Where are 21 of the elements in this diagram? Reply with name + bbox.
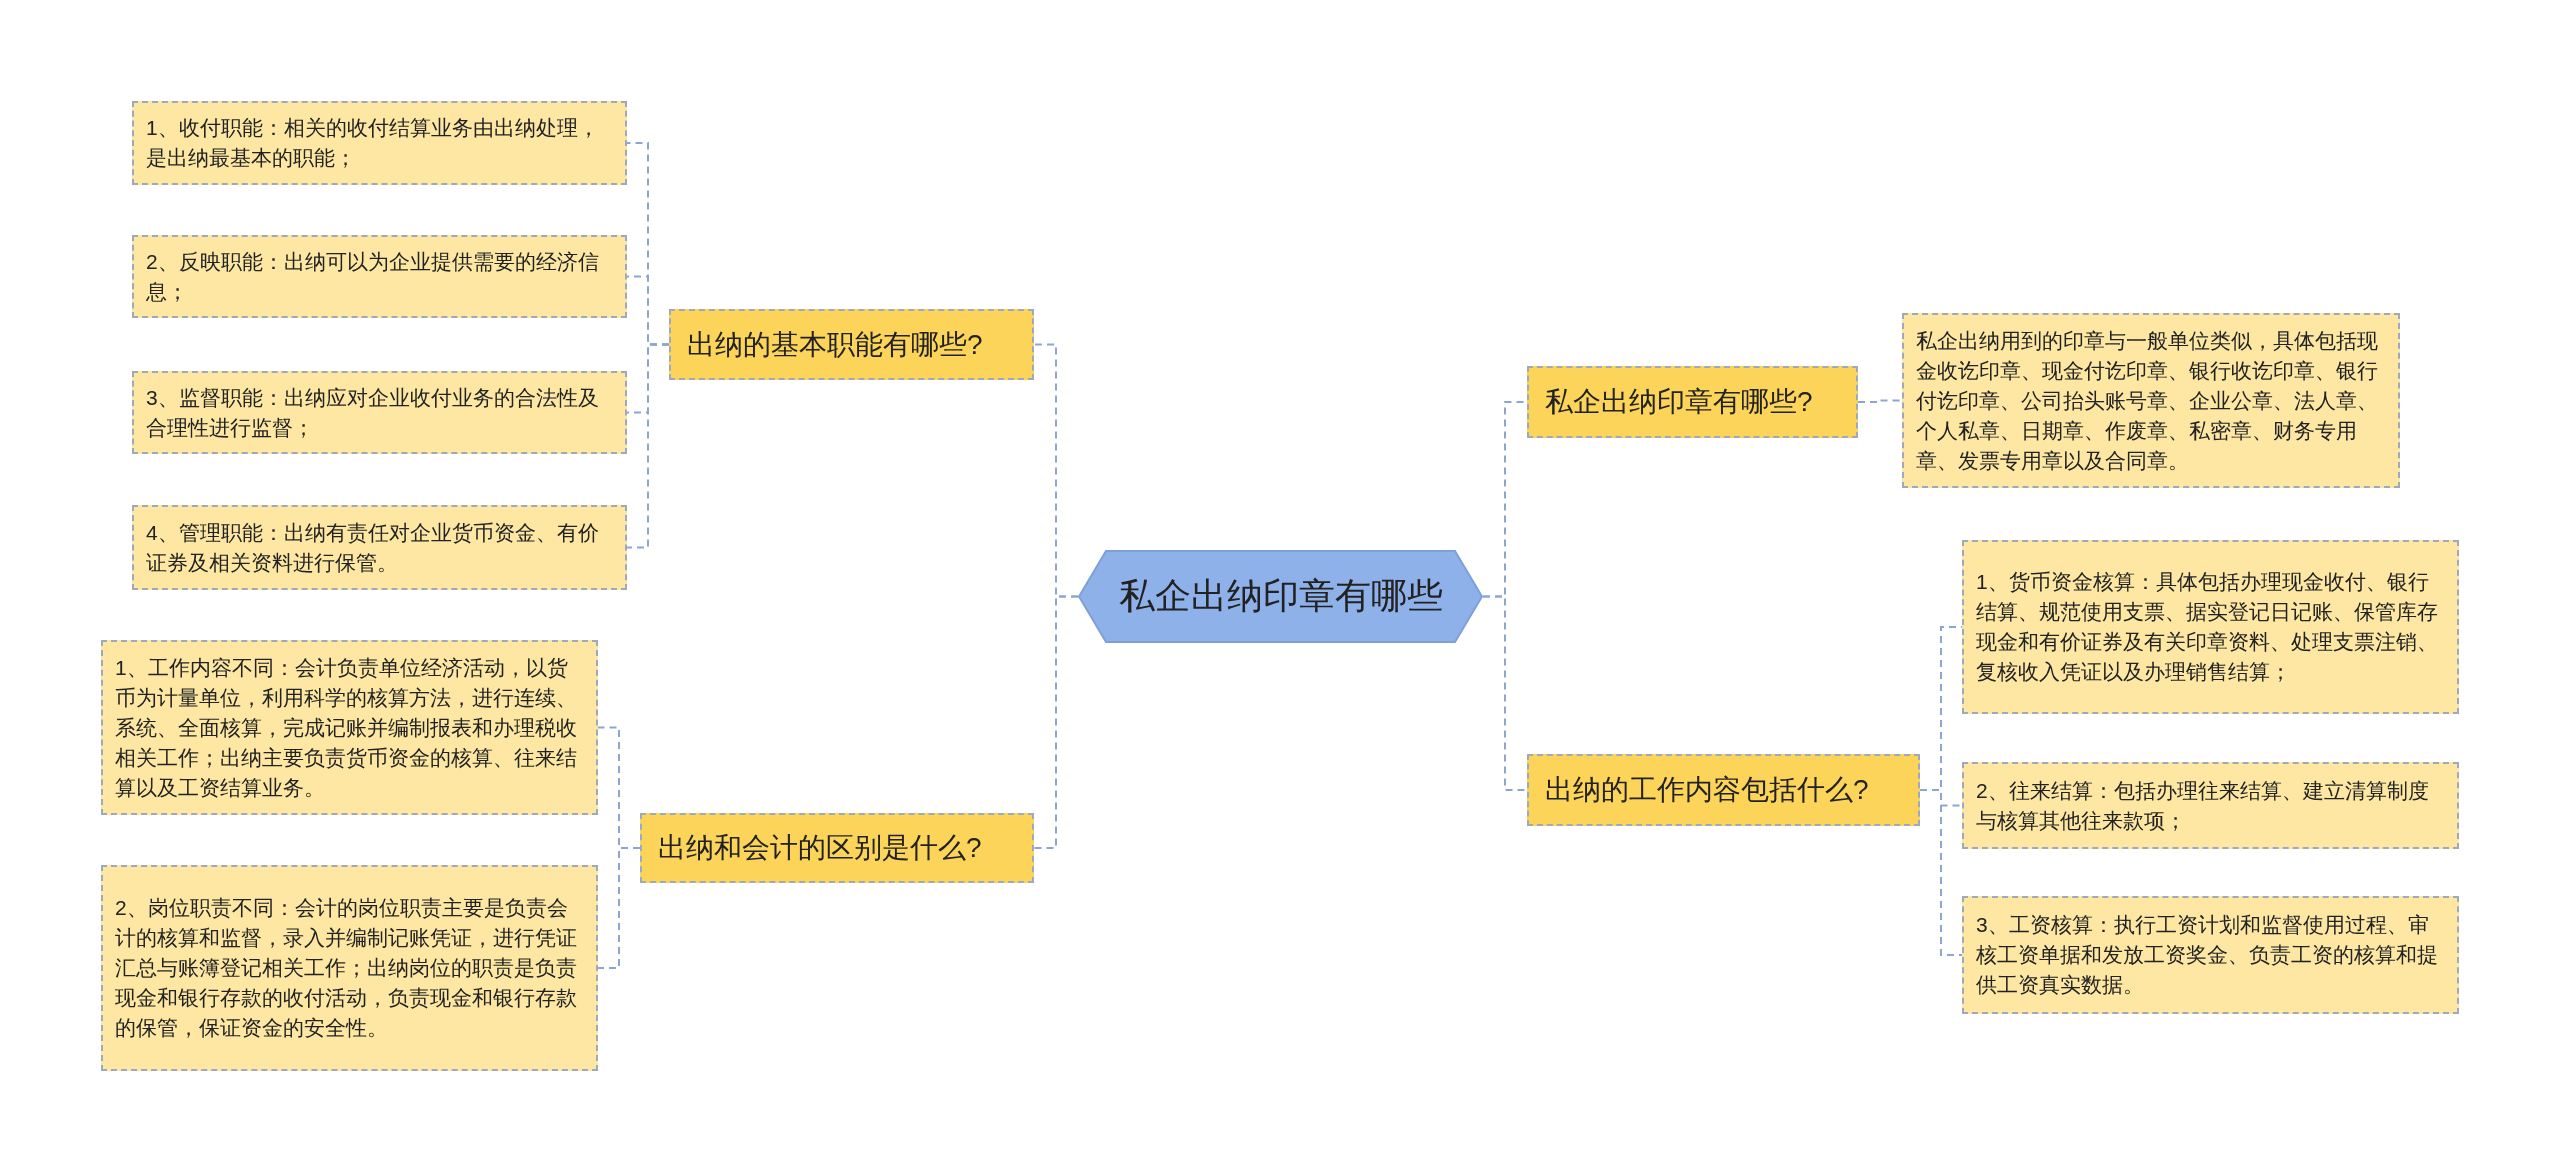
note-box: 3、监督职能：出纳应对企业收付业务的合法性及合理性进行监督； — [132, 371, 627, 454]
note-box: 1、收付职能：相关的收付结算业务由出纳处理，是出纳最基本的职能； — [132, 101, 627, 185]
note-box: 2、往来结算：包括办理往来结算、建立清算制度与核算其他往来款项； — [1962, 762, 2459, 849]
note-box: 4、管理职能：出纳有责任对企业货币资金、有价证券及相关资料进行保管。 — [132, 505, 627, 590]
connector-line — [597, 847, 641, 969]
topic-box: 出纳和会计的区别是什么? — [640, 813, 1034, 883]
note-box: 1、工作内容不同：会计负责单位经济活动，以货币为计量单位，利用科学的核算方法，进行连续、系统、全面核算，完成记账并编制报表和办理税收相关工作；出纳主要负责货币资金的核算、往来结算以及工资结算业务。 — [101, 640, 598, 815]
note-box: 2、岗位职责不同：会计的岗位职责主要是负责会计的核算和监督，录入并编制记账凭证，进行凭证汇总与账簿登记相关工作；出纳岗位的职责是负责现金和银行存款的收付活动，负责现金和银行存款的保管，保证资金的安全性。 — [101, 865, 598, 1071]
connector-line — [1033, 595, 1079, 849]
note-box: 私企出纳用到的印章与一般单位类似，具体包括现金收讫印章、现金付讫印章、银行收讫印章、银行付讫印章、公司抬头账号章、企业公章、法人章、个人私章、日期章、作废章、私密章、财务专用章、发票专用章以及合同章。 — [1902, 313, 2400, 488]
note-box: 1、货币资金核算：具体包括办理现金收付、银行结算、规范使用支票、据实登记日记账、保管库存现金和有价证券及有关印章资料、处理支票注销、复核收入凭证以及办理销售结算； — [1962, 540, 2459, 714]
connector-line — [1919, 789, 1963, 956]
connector-line — [1482, 595, 1528, 791]
connector-line — [626, 343, 670, 549]
topic-box: 出纳的工作内容包括什么? — [1527, 754, 1920, 826]
topic-box: 出纳的基本职能有哪些? — [669, 309, 1034, 380]
note-box: 2、反映职能：出纳可以为企业提供需要的经济信息； — [132, 235, 627, 318]
topic-box: 私企出纳印章有哪些? — [1527, 366, 1858, 438]
connector-line — [1857, 399, 1903, 403]
central-topic-hexagon: 私企出纳印章有哪些 — [1078, 550, 1483, 643]
note-box: 3、工资核算：执行工资计划和监督使用过程、审核工资单据和发放工资奖金、负责工资的核算和提供工资真实数据。 — [1962, 896, 2459, 1014]
